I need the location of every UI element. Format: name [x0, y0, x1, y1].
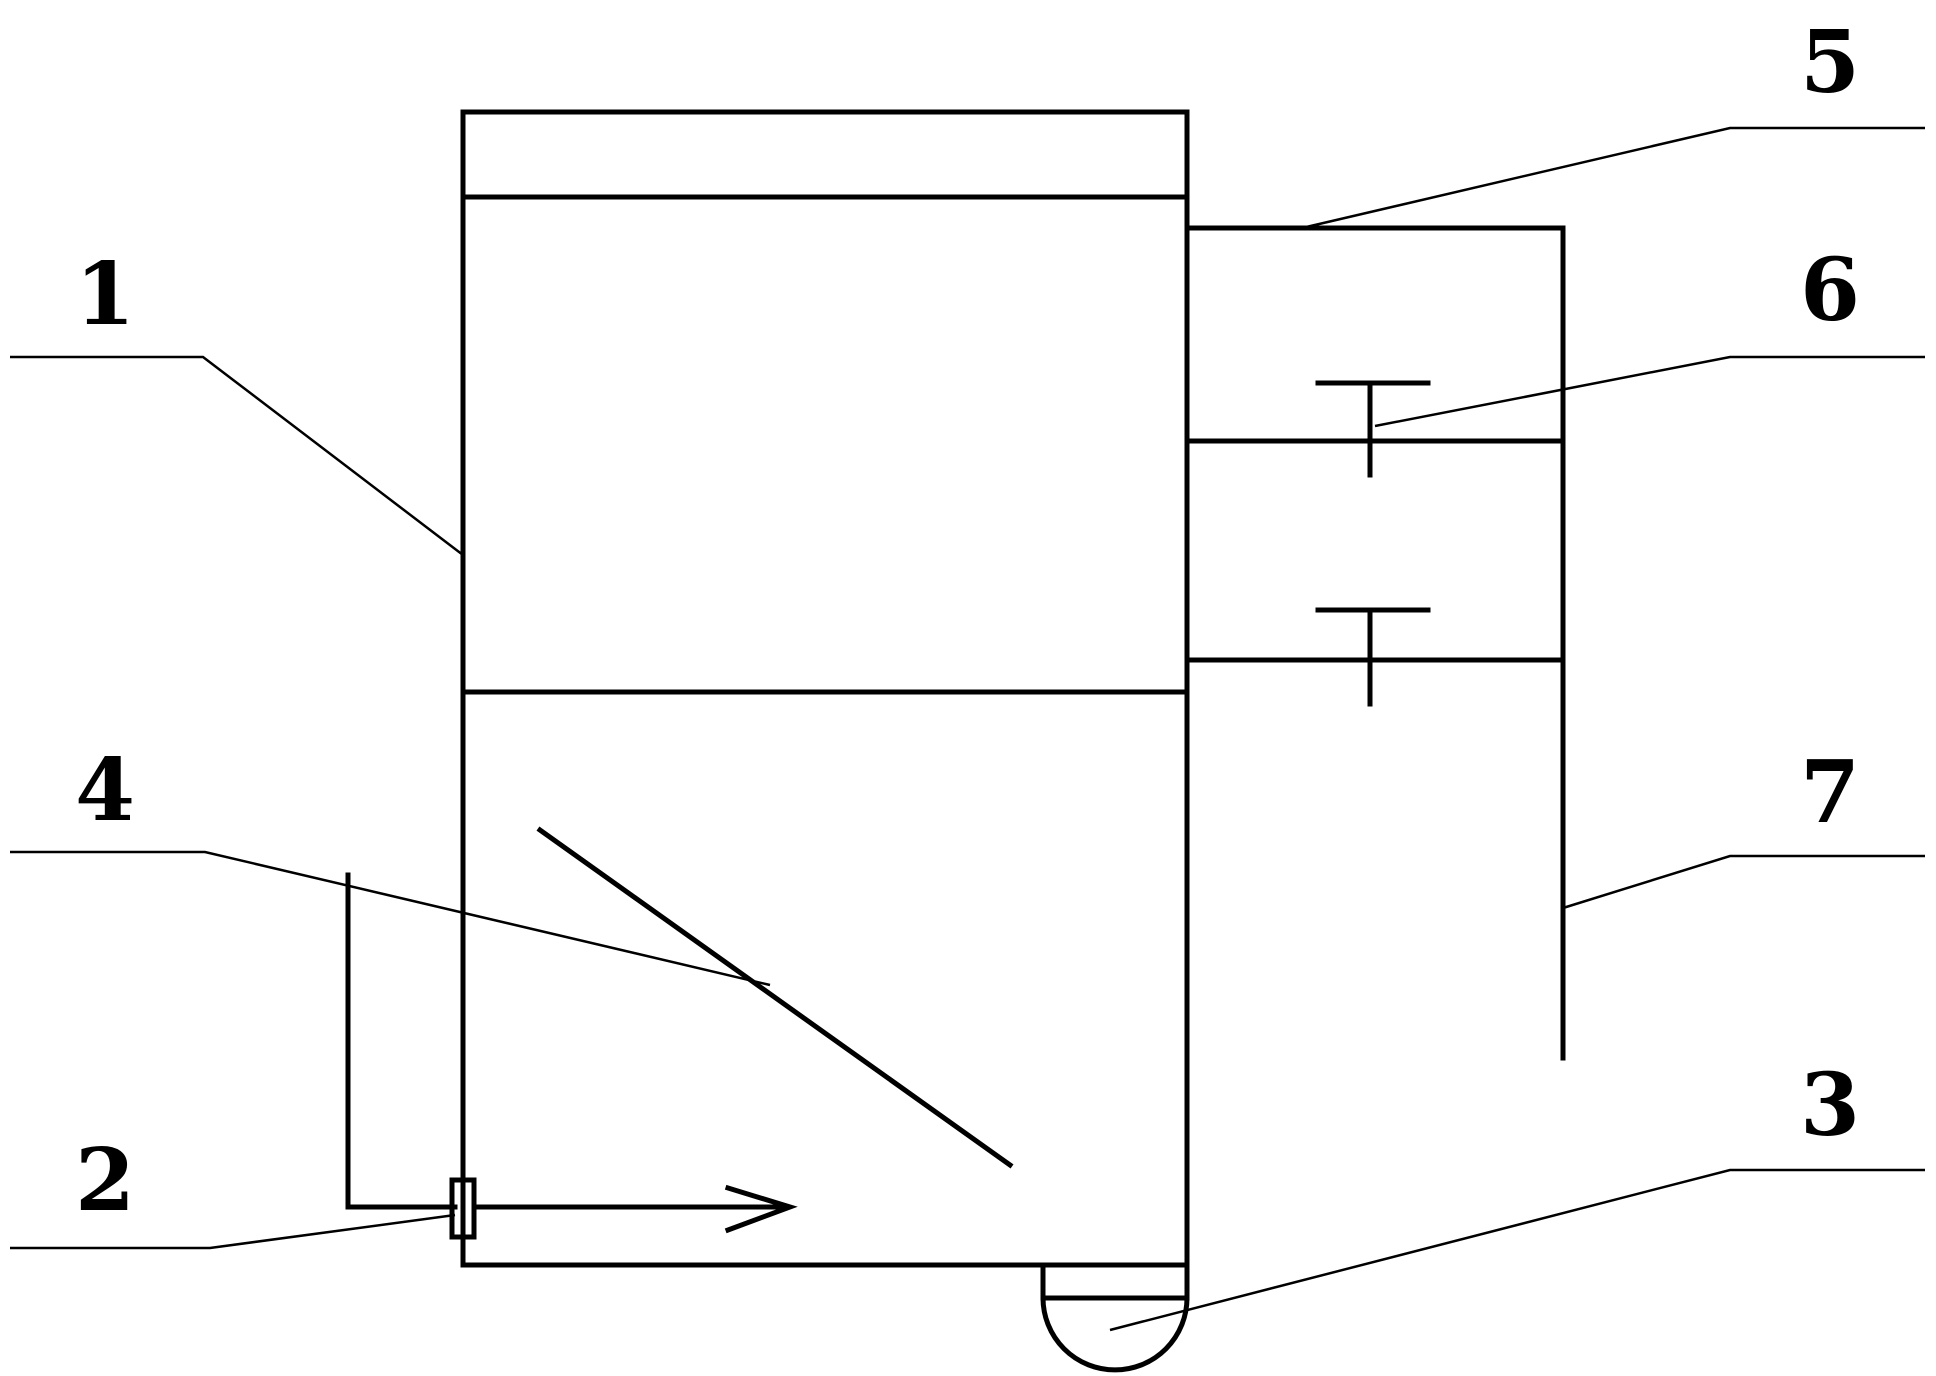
leader-line-2 [10, 1213, 456, 1250]
leader-line-5 [1301, 126, 1925, 230]
lower-valve [1315, 607, 1431, 707]
callout-label-2: 2 [75, 1130, 135, 1231]
callout-label-5: 5 [1800, 12, 1860, 113]
upper-valve [1315, 380, 1431, 478]
callout-labels: 1 2 3 4 5 6 7 [75, 12, 1860, 1231]
bottom-drain [1040, 1262, 1190, 1373]
drain-dome [1040, 1295, 1190, 1373]
inlet-assembly [345, 872, 798, 1240]
side-chamber [1184, 225, 1566, 1061]
callout-label-1: 1 [75, 244, 135, 345]
drain-neck [1040, 1262, 1190, 1301]
leader-line-1 [10, 355, 464, 556]
tank-outline [460, 109, 1190, 1268]
inclined-baffle [536, 826, 1014, 1169]
leader-line-6 [1374, 355, 1925, 428]
callout-label-6: 6 [1800, 240, 1860, 341]
inlet-pipe [345, 872, 458, 1210]
leader-line-4 [10, 850, 771, 987]
callout-label-3: 3 [1800, 1055, 1860, 1156]
leader-lines [10, 126, 1925, 1332]
callout-label-7: 7 [1800, 742, 1860, 843]
leader-line-7 [1562, 854, 1925, 910]
leader-line-3 [1109, 1168, 1925, 1332]
callout-label-4: 4 [75, 740, 135, 841]
inlet-flow-arrowhead [724, 1184, 798, 1234]
main-tank [460, 109, 1190, 1268]
